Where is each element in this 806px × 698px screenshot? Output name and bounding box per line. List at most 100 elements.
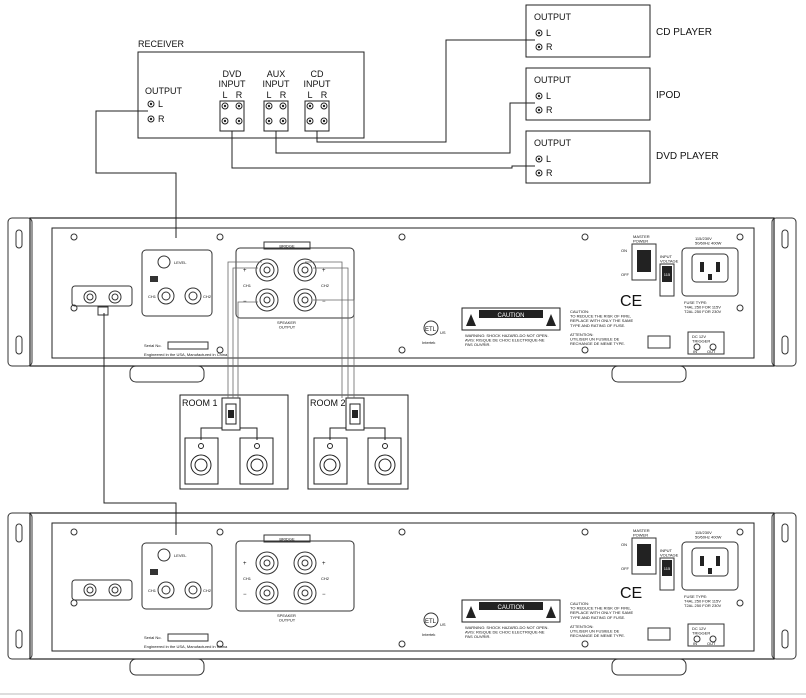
cd-player-name: CD PLAYER (656, 27, 712, 38)
receiver-to-amp-cable (95, 110, 177, 238)
amp-bottom-caution-text: CAUTION: TO REDUCE THE RISK OF FIRE,REPL… (570, 601, 633, 620)
amp-bottom-etl: ETL (425, 619, 437, 625)
amp-top-binding-posts (255, 258, 317, 312)
amp-bottom-speaker-ch2: CH2 (321, 576, 330, 581)
dvd-player-r: R (546, 168, 553, 178)
amp-top-speaker-ch2: CH2 (321, 283, 330, 288)
receiver-output-l: L (158, 99, 163, 109)
receiver-output-r: R (158, 114, 165, 124)
amp-top-minus-2: − (322, 299, 326, 305)
ipod-name: IPOD (656, 90, 680, 101)
receiver-input-dvd-name: DVD (222, 69, 242, 79)
amp-top-caution-text: CAUTION: TO REDUCE THE RISK OF FIRE,REPL… (570, 309, 633, 328)
amp-top-off: OFF (621, 272, 630, 277)
amp-bottom-minus-2: − (322, 592, 326, 598)
amplifier-top: LEVEL CH1 CH2 BRIDGE CH1 CH2 SPEAKER OUT… (7, 217, 797, 383)
amp-top-etl: ETL (425, 327, 437, 333)
ipod-output-label: OUTPUT (534, 75, 572, 85)
amp-bottom-voltage-value: 115 (664, 566, 671, 571)
amplifier-bottom: LEVEL CH1 CH2 BRIDGE CH1 CH2 + − + − SPE… (7, 512, 797, 676)
amp-bottom-on: ON (621, 542, 627, 547)
amp-top-on: ON (621, 248, 627, 253)
speaker-cables (227, 261, 355, 398)
dvd-player-output-label: OUTPUT (534, 138, 572, 148)
room-2-label: ROOM 2 (310, 398, 346, 408)
source-dvd-player: OUTPUT L R DVD PLAYER (525, 130, 719, 184)
amp-top-speaker-ch1: CH1 (243, 283, 252, 288)
amp-bottom-trigger-in: IN (693, 641, 697, 646)
receiver-output-jack-right (147, 115, 155, 123)
amp-top-input-ch2: CH2 (203, 294, 212, 299)
receiver-input-cd-l: L (307, 90, 312, 100)
amp-bottom-warning: WARNING: SHOCK HAZARD-DO NOT OPEN. AVIS:… (465, 625, 550, 639)
amp-bottom-serial: Serial No. (144, 635, 162, 640)
room-1-speaker-left (184, 437, 219, 485)
receiver-input-dvd-r: R (236, 90, 243, 100)
receiver-input-cd-r: R (321, 90, 328, 100)
amp-bottom-engineered: Engineered in the USA, Manufactured in C… (144, 644, 228, 649)
cd-player-output-label: OUTPUT (534, 12, 572, 22)
amp-top-trigger-out: OUT (707, 349, 716, 354)
amp-top-trigger-in: IN (693, 349, 697, 354)
room-1: ROOM 1 (179, 394, 289, 490)
amp-bottom-input-ch2: CH2 (203, 588, 212, 593)
amp-top-warning: WARNING: SHOCK HAZARD-DO NOT OPEN. AVIS:… (465, 333, 550, 347)
amp-top-engineered: Engineered in the USA, Manufactured in C… (144, 352, 228, 357)
amp-top-speaker-output: SPEAKER OUTPUT (277, 320, 297, 330)
amp-top-intertek: Intertek (422, 340, 435, 345)
amp-bottom-caution-title: CAUTION (498, 605, 525, 611)
amp-top-input-ch1: CH1 (148, 294, 157, 299)
amp-top-us: US (440, 330, 446, 335)
receiver-output-jack-left (147, 100, 155, 108)
amp-top-ce: CE (620, 293, 642, 310)
dvd-player-l: L (546, 154, 551, 164)
amp-top-level-label: LEVEL (174, 260, 187, 265)
amp-bottom-plus-1: + (243, 561, 247, 567)
amp-bottom-bridge-label: BRIDGE (279, 537, 295, 542)
amp-bottom-plus-2: + (322, 561, 326, 567)
amp-top-plus-2: + (322, 268, 326, 274)
receiver-input-dvd-label: INPUT (219, 79, 247, 89)
room-1-speaker-right (239, 437, 274, 485)
amp-bottom-speaker-ch1: CH1 (243, 576, 252, 581)
receiver-input-aux-label: INPUT (263, 79, 291, 89)
amp-bottom-off: OFF (621, 566, 630, 571)
room-2-speaker-right (367, 437, 402, 485)
receiver-input-aux-name: AUX (267, 69, 286, 79)
cd-player-l: L (546, 28, 551, 38)
amp-bottom-speaker-output: SPEAKER OUTPUT (277, 613, 297, 623)
amp-link-cable (103, 313, 177, 535)
receiver-input-aux-r: R (280, 90, 287, 100)
amp-top-minus-1: − (243, 299, 247, 305)
amp-bottom-level-label: LEVEL (174, 553, 187, 558)
room-1-label: ROOM 1 (182, 398, 218, 408)
source-cables (231, 39, 535, 169)
amp-bottom-minus-1: − (243, 592, 247, 598)
source-cd-player: OUTPUT L R CD PLAYER (525, 4, 712, 58)
amp-top-plus-1: + (243, 268, 247, 274)
amp-top-serial: Serial No. (144, 343, 162, 348)
amp-top-bridge-label: BRIDGE (279, 244, 295, 249)
cd-player-r: R (546, 42, 553, 52)
amp-bottom-us: US (440, 622, 446, 627)
receiver: RECEIVER OUTPUT L R DVD INPUT L R AUX IN… (137, 39, 365, 139)
amp-bottom-binding-posts (255, 551, 317, 605)
ipod-l: L (546, 91, 551, 101)
receiver-input-dvd-l: L (222, 90, 227, 100)
amp-bottom-intertek: Intertek (422, 632, 435, 637)
receiver-input-aux-l: L (266, 90, 271, 100)
amp-bottom-ce: CE (620, 585, 642, 602)
amp-bottom-input-ch1: CH1 (148, 588, 157, 593)
